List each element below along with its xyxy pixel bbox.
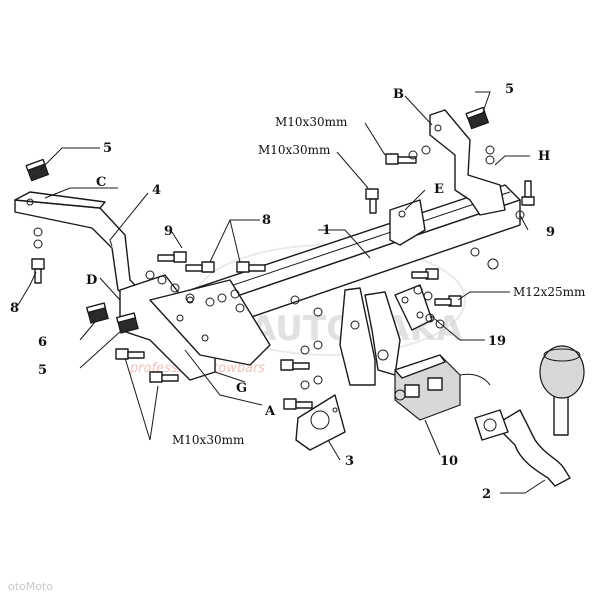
label-9-right: 9	[546, 225, 555, 240]
label-9-mid: 9	[164, 224, 173, 239]
bolt-spec-labels: M10x30mm M10x30mm M12x25mm M10x30mm	[172, 115, 586, 447]
right-bracket	[389, 109, 506, 246]
label-H: H	[538, 149, 550, 164]
label-6: 6	[38, 335, 47, 350]
bolt-glyphs	[31, 153, 535, 410]
label-E: E	[434, 182, 444, 197]
label-10: 10	[440, 454, 458, 469]
label-A: A	[264, 404, 276, 419]
tow-ball-neck	[474, 345, 585, 487]
bolt-spec-m12: M12x25mm	[513, 285, 586, 299]
corner-badge: otoMoto	[8, 580, 53, 593]
part-labels: 5 C 4 5 B H E 1 9 8 9 8 D 6 5 G A 19 3 1…	[10, 82, 555, 502]
label-C: C	[96, 175, 106, 190]
cage-nuts	[25, 106, 490, 334]
leader-lines	[17, 91, 546, 494]
label-5-top-right: 5	[505, 82, 514, 97]
label-G: G	[236, 381, 247, 396]
label-4: 4	[152, 183, 161, 198]
label-2: 2	[482, 487, 491, 502]
bolt-spec-m10-mid: M10x30mm	[258, 143, 331, 157]
label-19: 19	[488, 334, 506, 349]
label-8-mid: 8	[262, 213, 271, 228]
label-8-left: 8	[10, 301, 19, 316]
left-side-plate	[119, 274, 271, 381]
label-D: D	[86, 273, 97, 288]
label-B: B	[393, 87, 404, 102]
label-5-left: 5	[38, 363, 47, 378]
bolt-spec-m10-top: M10x30mm	[275, 115, 348, 129]
electrical-module	[394, 354, 491, 421]
hitch-mount-plates	[339, 284, 433, 386]
label-5-top-left: 5	[103, 141, 112, 156]
bolt-spec-m10-bottom: M10x30mm	[172, 433, 245, 447]
label-1: 1	[322, 223, 331, 238]
label-3: 3	[345, 454, 354, 469]
washers-nuts	[33, 145, 525, 390]
